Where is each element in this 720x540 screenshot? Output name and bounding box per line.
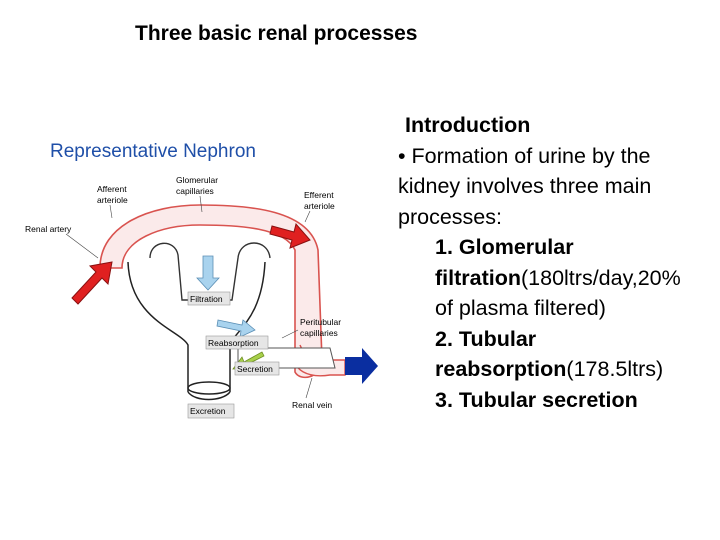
glomerular-label-2: capillaries <box>176 186 214 196</box>
item2-rest: (178.5ltrs) <box>566 357 664 381</box>
efferent-arrow <box>269 222 311 249</box>
intro-text: Introduction • Formation of urine by the… <box>398 110 703 415</box>
glomerular-label-1: Glomerular <box>176 175 218 185</box>
renal-artery-label: Renal artery <box>25 224 72 234</box>
renal-artery-arrow <box>71 261 113 305</box>
renal-vein-label: Renal vein <box>292 400 332 410</box>
item1-bold: 1. Glomerular filtration <box>435 235 574 290</box>
item1-rest: (180ltrs/day,20% of plasma filtered) <box>435 265 681 321</box>
process-item-1: 1. Glomerular filtration(180ltrs/day,20%… <box>435 232 703 324</box>
intro-heading: Introduction <box>405 113 531 137</box>
excretion-label: Excretion <box>190 406 226 416</box>
reabsorption-arrow <box>216 319 256 338</box>
item2-bold: 2. Tubular reabsorption <box>435 326 567 382</box>
peritubular-label-2: capillaries <box>300 328 338 338</box>
secretion-label: Secretion <box>237 364 273 374</box>
filtration-label: Filtration <box>190 294 223 304</box>
process-item-2: 2. Tubular reabsorption(178.5ltrs) <box>435 324 703 385</box>
process-list: 1. Glomerular filtration(180ltrs/day,20%… <box>435 232 703 415</box>
leader-lines <box>65 195 313 399</box>
filtration-arrow <box>196 255 220 291</box>
intro-bullet: • Formation of urine by the kidney invol… <box>398 143 652 229</box>
efferent-label-1: Efferent <box>304 190 334 200</box>
efferent-label-2: arteriole <box>304 201 335 211</box>
reabsorption-label: Reabsorption <box>208 338 259 348</box>
process-item-3: 3. Tubular secretion <box>435 385 703 416</box>
slide-title: Three basic renal processes <box>135 22 418 45</box>
afferent-label-1: Afferent <box>97 184 127 194</box>
afferent-label-2: arteriole <box>97 195 128 205</box>
peritubular-label-1: Peritubular <box>300 317 341 327</box>
item3-bold: 3. Tubular secretion <box>435 387 638 412</box>
renal-vein-arrow <box>345 348 378 384</box>
tubule-opening <box>187 381 231 395</box>
nephron-diagram: Representative Nephron Filtration Reabso… <box>0 120 385 430</box>
glomerular-loop <box>149 242 271 301</box>
diagram-title: Representative Nephron <box>50 141 256 162</box>
